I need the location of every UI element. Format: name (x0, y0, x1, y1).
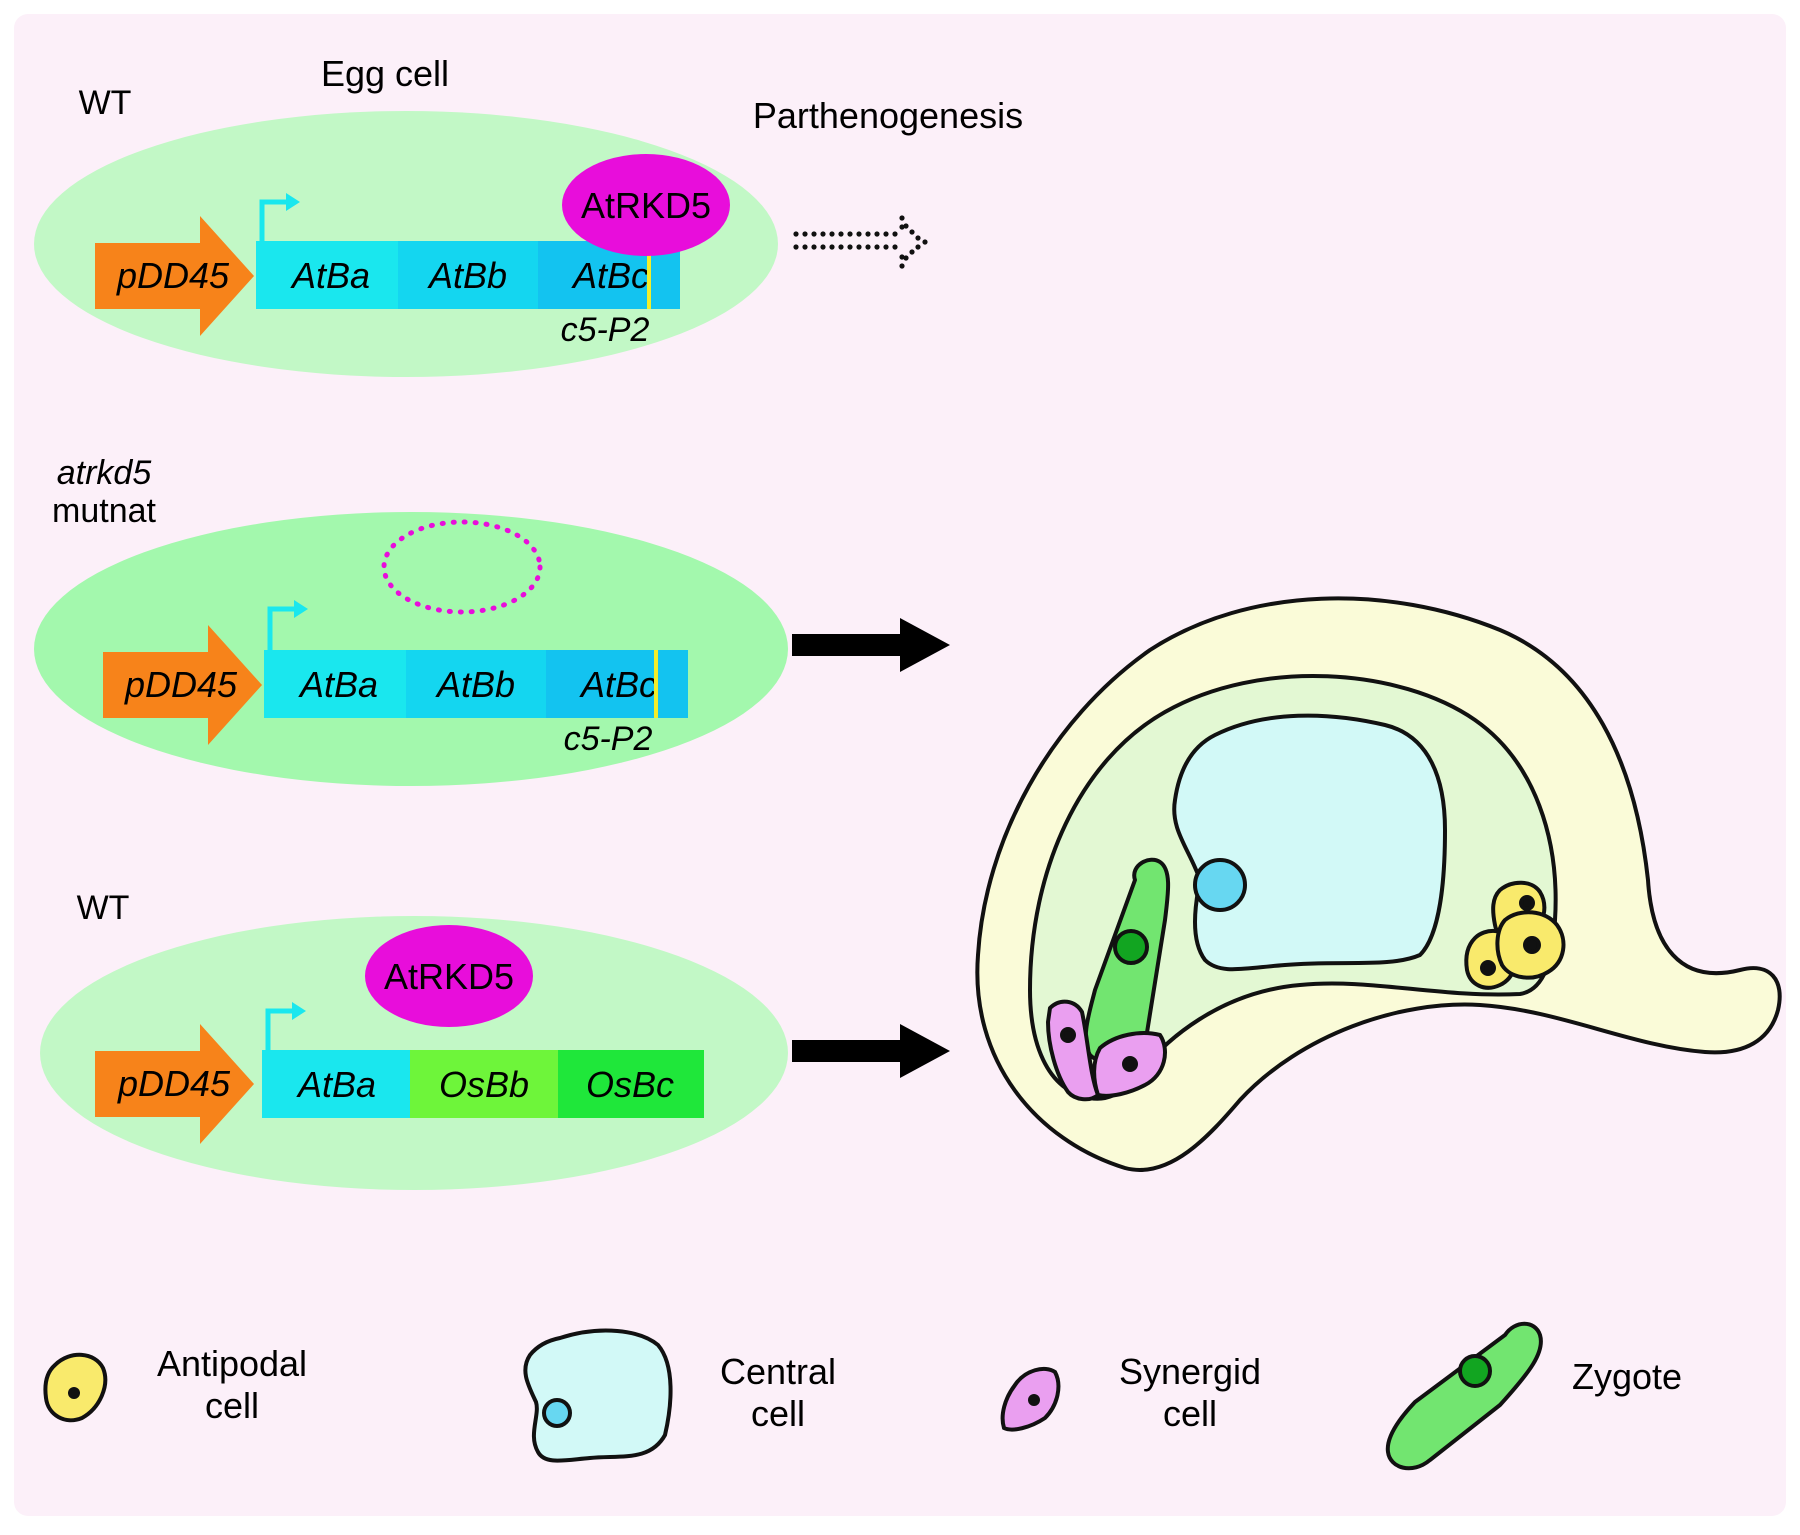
antipodal-nucleus (1480, 960, 1496, 976)
missing-protein-outline (381, 519, 543, 615)
panel-wt-1: WT Egg cell Parthenogenesis pDD45 AtBa A… (34, 53, 1023, 377)
promoter-arrow-3 (95, 1024, 254, 1144)
synergid-nucleus (1060, 1027, 1076, 1043)
panel-wt-2: WT pDD45 AtBa OsBb OsBc AtRKD5 (40, 889, 950, 1190)
solid-arrow-icon (792, 618, 950, 672)
panel2-label-line1: atrkd5 (57, 454, 152, 492)
gene-box-atba-3 (262, 1050, 410, 1118)
gene-label-atba-2: AtBa (298, 664, 378, 705)
gene-label-atbc-2: AtBc (579, 664, 657, 705)
gene-box-atbc-2 (546, 650, 688, 718)
panel2-label-line2: mutnat (52, 492, 156, 530)
egg-cell-2 (34, 512, 788, 786)
binding-site-marker-2 (654, 650, 658, 718)
promoter-label-2: pDD45 (124, 664, 238, 705)
legend-central-icon (523, 1328, 673, 1463)
gene-label-atbb-1: AtBb (427, 255, 507, 296)
tss-arrow-icon (265, 1002, 306, 1050)
legend-zygote-icon (1385, 1321, 1543, 1471)
gene-box-osbb-3 (410, 1050, 558, 1118)
gene-label-osbb-3: OsBb (439, 1064, 529, 1105)
gene-label-atbc-1: AtBc (571, 255, 649, 296)
antipodal-nucleus (1523, 936, 1541, 954)
protein-label-3: AtRKD5 (384, 956, 514, 997)
zygote-nucleus (1113, 929, 1149, 965)
antipodal-nucleus (1519, 895, 1535, 911)
panel-atrkd5-mutant: atrkd5 mutnat pDD45 AtBa AtBb AtBc c5-P2 (34, 454, 950, 786)
gene-box-atbb-2 (406, 650, 546, 718)
binding-site-marker-1 (647, 241, 651, 309)
solid-arrow-icon (792, 1024, 950, 1078)
legend: Antipodal cell Central cell Synergid cel… (43, 1321, 1682, 1471)
legend-zygote-label: Zygote (1572, 1356, 1682, 1397)
gene-box-atba-1 (256, 241, 398, 309)
tss-arrow-icon (267, 600, 308, 650)
promoter-label-3: pDD45 (117, 1063, 231, 1104)
protein-atrkd5-3 (365, 925, 533, 1027)
synergid-nucleus (1122, 1056, 1138, 1072)
legend-antipodal-line1: Antipodal (157, 1343, 307, 1384)
site-label-2: c5-P2 (564, 720, 653, 758)
gene-label-atbb-2: AtBb (435, 664, 515, 705)
legend-antipodal-icon (43, 1352, 108, 1423)
ovule-illustration (975, 596, 1782, 1172)
legend-synergid-icon (1000, 1366, 1061, 1432)
parthenogenesis-label: Parthenogenesis (753, 95, 1023, 136)
protein-label-1: AtRKD5 (581, 185, 711, 226)
promoter-label-1: pDD45 (116, 255, 230, 296)
legend-central-line1: Central (720, 1351, 836, 1392)
central-cell (1172, 713, 1447, 972)
gene-label-osbc-3: OsBc (586, 1064, 674, 1105)
protein-atrkd5-1 (562, 154, 730, 256)
legend-central-line2: cell (751, 1393, 805, 1434)
gene-label-atba-3: AtBa (296, 1064, 376, 1105)
panel1-label: WT (79, 84, 132, 122)
legend-synergid-line2: cell (1163, 1393, 1217, 1434)
tss-arrow-icon (259, 193, 300, 241)
gene-box-atbb-1 (398, 241, 538, 309)
site-label-1: c5-P2 (561, 311, 650, 349)
legend-antipodal-line2: cell (205, 1385, 259, 1426)
legend-synergid-line1: Synergid (1119, 1351, 1261, 1392)
gene-label-atba-1: AtBa (290, 255, 370, 296)
promoter-arrow-2 (103, 625, 262, 745)
dotted-arrow-icon (793, 215, 928, 269)
promoter-arrow-1 (95, 216, 254, 336)
gene-box-atba-2 (264, 650, 406, 718)
egg-cell-label: Egg cell (321, 53, 449, 94)
panel3-label: WT (77, 889, 130, 927)
central-cell-nucleus (1193, 858, 1247, 912)
gene-box-osbc-3 (558, 1050, 704, 1118)
